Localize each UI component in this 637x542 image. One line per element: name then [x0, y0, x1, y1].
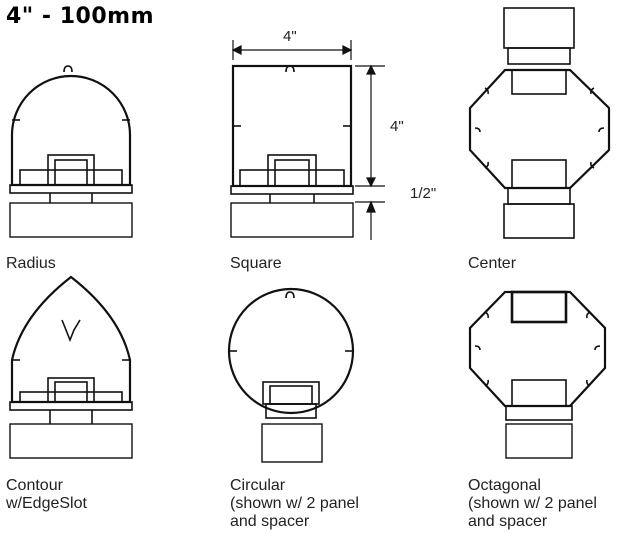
radius-profile — [9, 65, 133, 238]
circular-profile — [227, 287, 355, 463]
page-title: 4" - 100mm — [6, 4, 154, 29]
caption-radius: Radius — [6, 255, 56, 272]
caption-square: Square — [230, 255, 282, 272]
caption-center: Center — [468, 255, 517, 272]
caption-contour: Contour w/EdgeSlot — [6, 477, 87, 512]
width-dimension-label: 4" — [283, 28, 297, 45]
dimension-lines — [231, 40, 385, 240]
height-dimension-label: 4" — [390, 118, 404, 135]
octagonal-profile — [468, 290, 607, 459]
center-profile — [468, 7, 611, 239]
caption-circular: Circular (shown w/ 2 panel and spacer — [230, 477, 359, 530]
square-profile — [230, 64, 354, 238]
caption-octagonal: Octagonal (shown w/ 2 panel and spacer — [468, 477, 597, 530]
contour-profile — [9, 275, 133, 459]
base-dimension-label: 1/2" — [410, 185, 437, 202]
